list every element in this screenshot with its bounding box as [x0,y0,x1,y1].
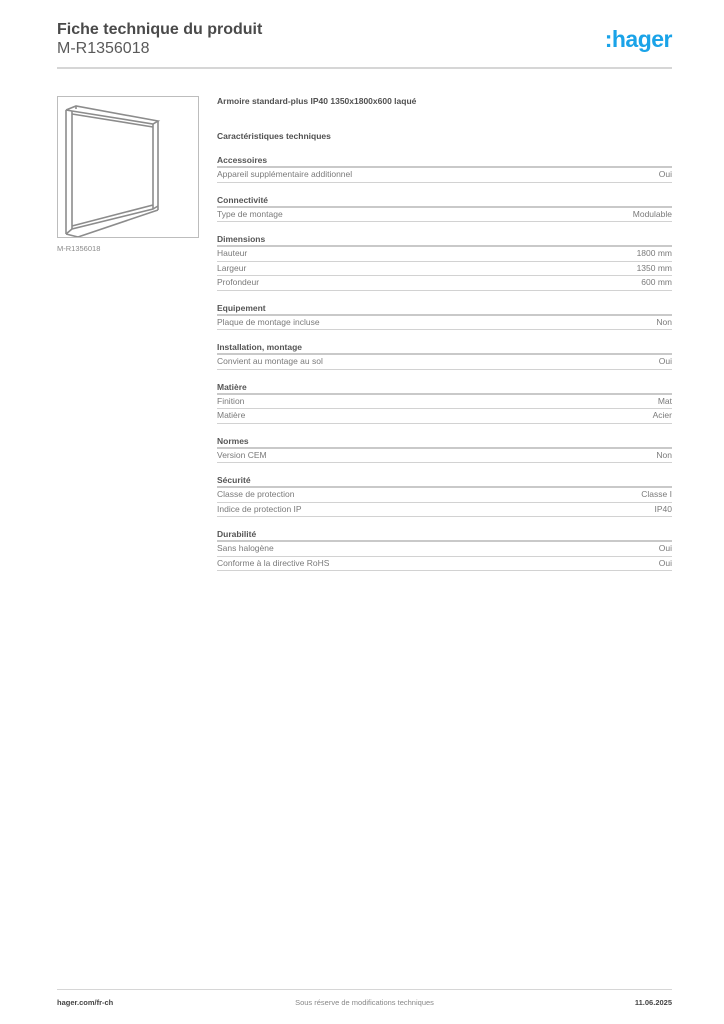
spec-label: Hauteur [217,248,248,258]
spec-value: Modulable [632,208,672,219]
group-dimensions: Dimensions Hauteur 1800 mm Largeur 1350 mm… [217,233,672,291]
spec-row: Largeur 1350 mm [217,262,672,276]
product-reference: M-R1356018 [57,40,150,57]
spec-label: Profondeur [217,277,260,287]
group-title: Normes [217,435,672,449]
spec-label: Type de montage [217,208,283,219]
cabinet-frame-icon [65,105,161,237]
spec-row: Indice de protection IP IP40 [217,503,673,517]
spec-label: Convient au montage au sol [217,356,323,366]
disclaimer: Sous réserve de modifications techniques [295,998,434,1007]
spec-row: Type de montage Modulable [217,208,672,222]
spec-value: Oui [658,557,672,568]
document-title: Fiche technique du produit [57,21,263,38]
footer-divider [57,989,672,990]
spec-label: Version CEM [217,449,267,460]
header-divider [57,67,672,69]
product-image [57,96,199,238]
spec-label: Indice de protection IP [217,503,302,514]
spec-row: Version CEM Non [217,449,672,463]
website-link[interactable]: hager.com/fr-ch [57,998,114,1007]
spec-value: Mat [657,395,672,406]
group-title: Equipement [217,302,672,316]
hager-logo: :hager [604,26,673,52]
spec-row: Appareil supplémentaire additionnel Oui [217,168,672,183]
spec-label: Conforme à la directive RoHS [217,557,330,568]
spec-value: Non [656,316,672,327]
group-title: Accessoires [217,154,672,168]
spec-row: Profondeur 600 mm [217,276,672,291]
group-title: Connectivité [217,194,672,208]
spec-value: Non [656,449,672,460]
spec-label: Appareil supplémentaire additionnel [217,169,353,179]
group-title: Dimensions [217,233,672,247]
spec-row: Convient au montage au sol Oui [217,355,672,370]
document-header: Fiche technique du produit M-R1356018 :h… [57,20,673,58]
spec-label: Classe de protection [217,489,295,499]
spec-label: Sans halogène [217,543,274,553]
spec-value: Oui [658,356,672,366]
product-name: Armoire standard-plus IP40 1350x1800x600… [217,96,417,106]
image-caption: M-R1356018 [57,244,101,253]
group-equipement: Equipement Plaque de montage incluse Non [217,302,672,330]
spec-row: Sans halogène Oui [217,542,672,557]
document-date: 11.06.2025 [634,998,672,1007]
spec-label: Finition [217,395,245,406]
spec-value: 600 mm [641,277,672,287]
group-accessoires: Accessoires Appareil supplémentaire addi… [217,154,672,183]
group-title: Sécurité [217,474,672,488]
spec-value: 1800 mm [636,248,672,258]
spec-value: IP40 [654,503,673,514]
spec-value: Classe I [641,489,672,499]
spec-value: Acier [652,410,672,420]
spec-row: Finition Mat [217,395,672,409]
spec-groups: Accessoires Appareil supplémentaire addi… [217,154,672,571]
group-title: Durabilité [217,528,672,542]
spec-row: Hauteur 1800 mm [217,247,672,262]
group-title: Matière [217,381,672,395]
spec-label: Plaque de montage incluse [217,316,320,327]
spec-label: Largeur [217,262,247,273]
spec-row: Conforme à la directive RoHS Oui [217,557,672,571]
spec-row: Matière Acier [217,409,672,424]
spec-label: Matière [217,410,246,420]
group-installation: Installation, montage Convient au montag… [217,341,672,370]
group-normes: Normes Version CEM Non [217,435,672,463]
group-securite: Sécurité Classe de protection Classe I In… [217,474,672,517]
spec-value: 1350 mm [636,262,672,273]
spec-value: Oui [658,169,672,179]
section-title: Caractéristiques techniques [217,131,331,141]
spec-row: Classe de protection Classe I [217,488,672,503]
specifications: Armoire standard-plus IP40 1350x1800x600… [217,95,672,582]
spec-row: Plaque de montage incluse Non [217,316,672,330]
spec-value: Oui [658,543,672,553]
group-connectivite: Connectivité Type de montage Modulable [217,194,672,222]
group-title: Installation, montage [217,341,672,355]
